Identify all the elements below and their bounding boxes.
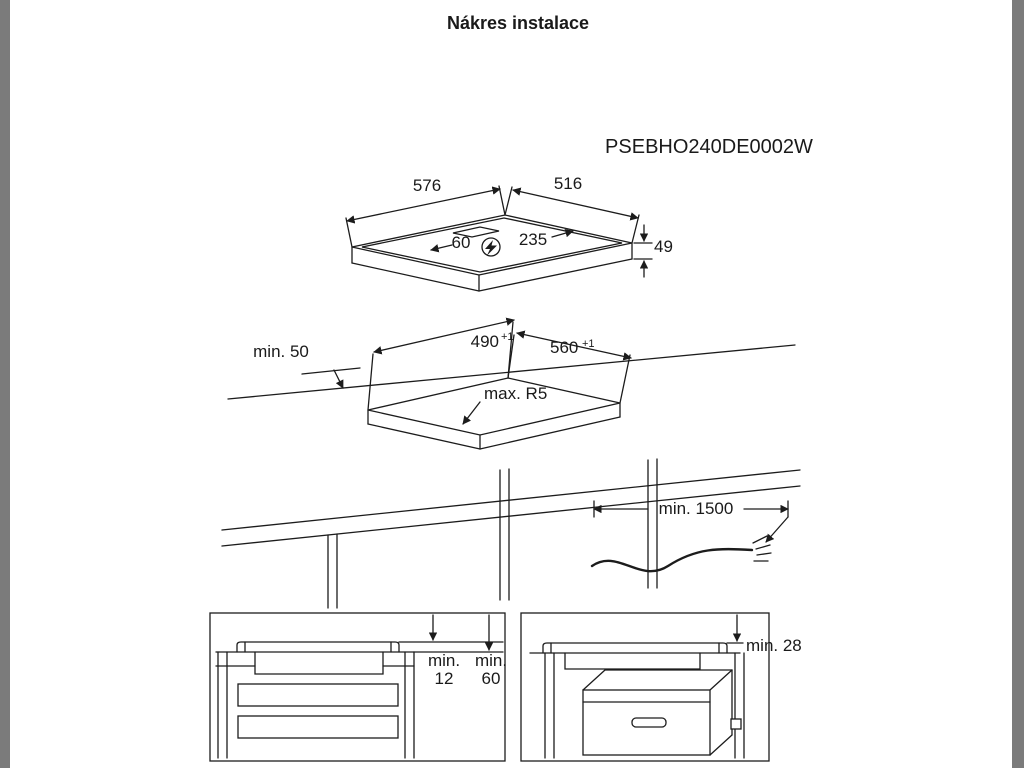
drawer-clearance-value-2: 60	[482, 669, 501, 688]
oven-side-knob	[730, 718, 742, 730]
worktop-surface-lines	[221, 344, 801, 547]
drawer-installation-drawing: min. 12 min. 60	[209, 612, 507, 762]
hob-glass-inner-outline	[361, 217, 623, 273]
hob-profile	[542, 642, 728, 654]
oven-handle	[631, 717, 667, 728]
worktop-cutout-drawing: 490 +1 560 +1 min. 50 max. R5	[221, 317, 801, 609]
built-in-oven	[582, 669, 742, 756]
cutout-hole-depth-edges	[367, 402, 621, 450]
drawer-clearance-value-1: 12	[435, 669, 454, 688]
lightning-bolt-icon	[485, 240, 497, 256]
connection-offset-left-label: 60	[452, 233, 471, 252]
hob-height-dimension	[633, 224, 653, 278]
worktop-cross-section	[215, 651, 415, 675]
cutout-depth-tolerance-label: +1	[501, 331, 514, 343]
table-legs	[327, 458, 658, 609]
oven-clearance-label: min. 28	[746, 636, 802, 655]
corner-radius-label: max. R5	[484, 384, 547, 403]
power-cable-drawing: min. 1500	[590, 499, 789, 573]
cutout-width-tolerance-label: +1	[582, 338, 595, 350]
cable-length-label: min. 1500	[659, 499, 734, 518]
hob-isometric-drawing: 576 516 49 60 235	[345, 174, 673, 292]
drawer-clearance-dimensions	[398, 614, 504, 653]
connection-offset-right-label: 235	[519, 230, 547, 249]
model-code: PSEBHO240DE0002W	[605, 136, 813, 158]
right-edge-bar	[1012, 0, 1024, 768]
drawer-clearance-min-word-2: min.	[475, 651, 507, 670]
oven-clearance-dimension	[726, 614, 744, 644]
cutout-width-dimension	[507, 330, 632, 404]
hob-profile	[236, 641, 400, 653]
cabinet-legs	[544, 652, 745, 759]
cutout-width-label: 560	[550, 338, 578, 357]
cable-length-dimension	[593, 500, 789, 543]
cable-wave	[590, 547, 754, 573]
front-clearance-label: min. 50	[253, 342, 309, 361]
oven-installation-drawing: min. 28	[520, 612, 802, 762]
hob-profile-edges	[550, 642, 720, 654]
connection-box-outline	[452, 226, 500, 238]
hob-profile-edges	[244, 641, 392, 653]
oven-figure-frame	[520, 612, 770, 762]
drawer-clearance-min-word-1: min.	[428, 651, 460, 670]
hob-width-dimension	[345, 185, 506, 248]
front-clearance-dimension	[301, 367, 361, 389]
worktop-cross-section	[529, 652, 741, 670]
drawer-figure-frame	[209, 612, 506, 762]
hob-height-label: 49	[654, 237, 673, 256]
page-title: Nákres instalace	[447, 13, 589, 33]
left-edge-bar	[0, 0, 10, 768]
drawer-front-upper	[237, 683, 399, 707]
hob-thickness-edges	[351, 242, 633, 292]
hob-depth-label: 516	[554, 174, 582, 193]
corner-radius-leader	[462, 401, 481, 425]
cutout-depth-label: 490	[471, 332, 499, 351]
drawer-front-lower	[237, 715, 399, 739]
cabinet-legs	[217, 651, 415, 759]
connection-offset-dimension	[430, 229, 574, 253]
cable-end-hatch	[752, 535, 772, 562]
hob-depth-dimension	[504, 186, 640, 244]
hob-width-label: 576	[413, 176, 441, 195]
